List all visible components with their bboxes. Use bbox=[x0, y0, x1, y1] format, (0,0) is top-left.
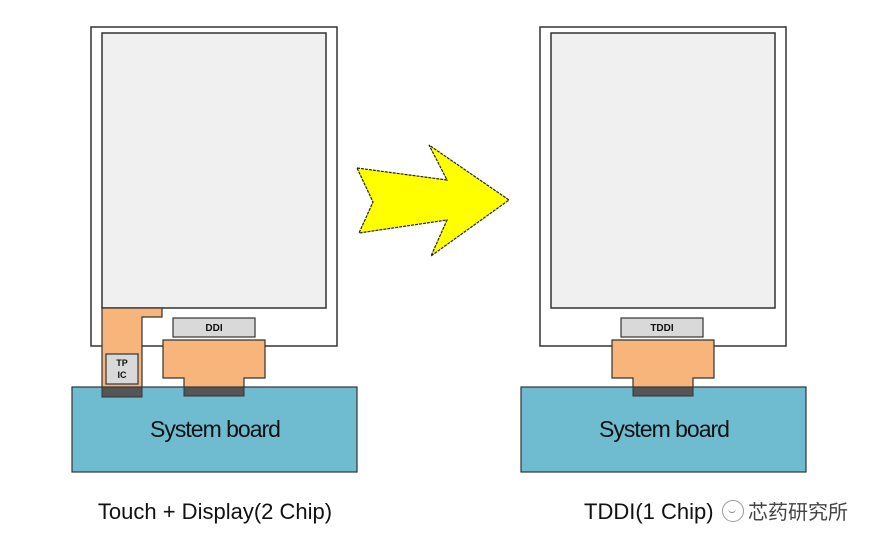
display-connector bbox=[183, 386, 245, 397]
ddi-label: DDI bbox=[205, 323, 222, 334]
left-board-label: System board bbox=[150, 416, 280, 442]
right-system-board bbox=[520, 386, 807, 473]
tddi-connector bbox=[632, 386, 694, 397]
tddi-label: TDDI bbox=[650, 323, 674, 334]
right-display-screen bbox=[550, 32, 776, 309]
left-display-screen bbox=[101, 32, 327, 309]
ddi-chip bbox=[172, 317, 256, 338]
tp-connector bbox=[101, 386, 143, 398]
transition-arrow-icon bbox=[355, 144, 511, 258]
right-caption: TDDI(1 Chip) bbox=[584, 499, 714, 524]
watermark: 芯药研究所 bbox=[720, 496, 850, 525]
tp-ic-label-1: TP bbox=[116, 358, 128, 368]
right-board-label: System board bbox=[599, 416, 729, 442]
tddi-flex-cable bbox=[611, 339, 715, 389]
left-assembly: TP IC DDI System board Touch + Display(2… bbox=[71, 26, 358, 524]
tp-ic-chip bbox=[105, 353, 139, 385]
tddi-chip bbox=[620, 317, 704, 338]
left-caption: Touch + Display(2 Chip) bbox=[98, 499, 332, 524]
display-flex-cable bbox=[162, 339, 266, 389]
right-assembly: TDDI System board TDDI(1 Chip) bbox=[520, 26, 807, 524]
wechat-logo-icon bbox=[722, 499, 744, 522]
watermark-text: 芯药研究所 bbox=[748, 500, 848, 524]
tp-ic-label-2: IC bbox=[118, 370, 128, 380]
